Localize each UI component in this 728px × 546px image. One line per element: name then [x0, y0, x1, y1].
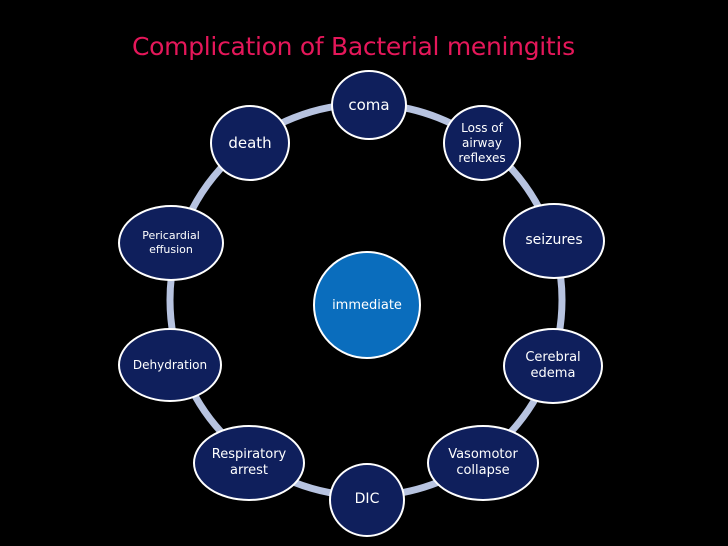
node-dehydration: Dehydration	[118, 328, 222, 402]
center-node-immediate: immediate	[313, 251, 421, 359]
node-death: death	[210, 105, 290, 181]
node-respiratory-arrest: Respiratory arrest	[193, 425, 305, 501]
node-seizures: seizures	[503, 203, 605, 279]
node-loss-of-airway-reflexes: Loss of airway reflexes	[443, 105, 521, 181]
node-pericardial-effusion: Pericardial effusion	[118, 205, 224, 281]
center-node-label: immediate	[332, 297, 402, 313]
node-dic: DIC	[329, 463, 405, 537]
slide-title: Complication of Bacterial meningitis	[132, 32, 575, 61]
node-cerebral-edema: Cerebral edema	[503, 328, 603, 404]
node-coma: coma	[331, 70, 407, 140]
node-vasomotor-collapse: Vasomotor collapse	[427, 425, 539, 501]
